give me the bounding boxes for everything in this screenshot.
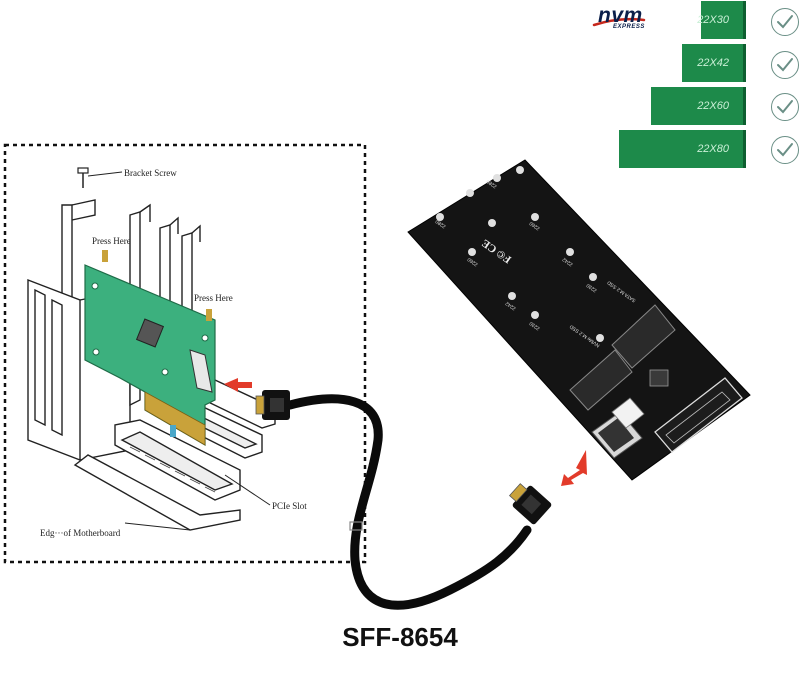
m2-size-label: 22X60: [697, 100, 729, 112]
m2-adapter-board: 2280 2280 2260 2260 2242 2242 2230 2230 …: [407, 159, 751, 481]
press-arrow-top-icon: [102, 250, 108, 262]
svg-text:2280: 2280: [434, 218, 447, 229]
svg-text:2242: 2242: [504, 300, 517, 311]
svg-text:2260: 2260: [466, 256, 479, 267]
m2-size-card: 22X80: [619, 130, 746, 168]
red-arrow-adapter-icon: [561, 450, 587, 486]
m2-size-label: 22X80: [697, 143, 729, 155]
checkmark-icon: [771, 8, 799, 36]
m2-size-card: 22X30: [697, 1, 746, 39]
checkmark-icon: [771, 51, 799, 79]
m2-size-label: 22X30: [697, 14, 729, 26]
nvm-express-logo: nvm: [598, 4, 643, 27]
down-arrow-icon: [170, 425, 176, 437]
m2-size-card: 22X42: [682, 44, 746, 82]
pcie-slot-label: PCIe Slot: [272, 501, 307, 511]
pcie-slot-leader: [224, 474, 271, 506]
motherboard-edge-label: Edg···of Motherboard: [40, 528, 121, 538]
svg-text:2280: 2280: [485, 178, 498, 189]
cable-type-caption: SFF-8654: [342, 622, 458, 652]
press-arrow-right-icon: [206, 309, 212, 321]
cable-connector-right: [508, 483, 552, 525]
m2-size-card: 22X60: [651, 87, 746, 125]
cable-connector-left: [255, 390, 290, 420]
cable-clip: [349, 521, 363, 531]
pcie-host-card: [84, 264, 216, 447]
press-here-right-label: Press Here: [194, 293, 233, 303]
checkmark-icon: [771, 93, 799, 121]
motherboard-leader: [124, 522, 191, 531]
dashed-frame: [3, 143, 367, 564]
m2-size-label: 22X42: [697, 57, 729, 69]
bracket-screw-label: Bracket Screw: [124, 168, 177, 178]
pcie-slot-ribs: [129, 446, 216, 493]
svg-text:2230: 2230: [528, 320, 541, 331]
svg-text:2230: 2230: [585, 282, 598, 293]
nvm-express-swoosh-icon: [592, 17, 646, 27]
svg-text:2260: 2260: [528, 220, 541, 231]
nvm-express-sub: EXPRESS: [613, 24, 645, 30]
bracket-screw: [77, 167, 123, 188]
sff-8654-cable: [285, 394, 532, 610]
checkmark-icon: [771, 136, 799, 164]
press-here-top-label: Press Here: [92, 236, 131, 246]
svg-text:2242: 2242: [561, 256, 574, 267]
red-arrow-icon: [224, 378, 252, 392]
